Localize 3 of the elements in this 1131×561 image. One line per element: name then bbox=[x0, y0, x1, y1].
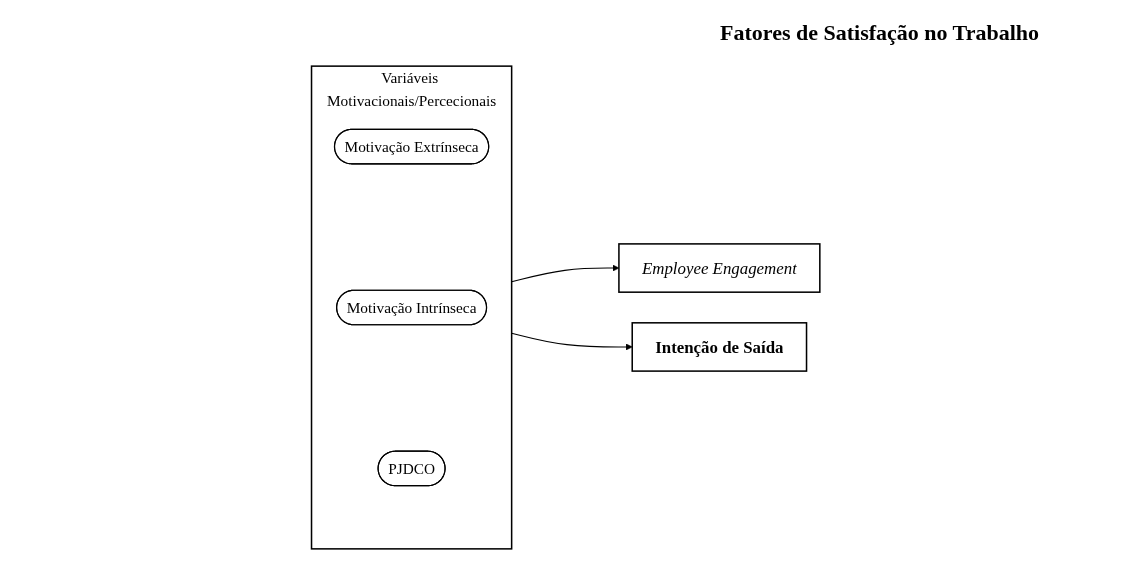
column-heading: Fatores de Satisfação no Trabalho bbox=[720, 20, 1039, 46]
node-box: Employee Engagement bbox=[617, 243, 821, 293]
node-box: Intenção de Saída bbox=[631, 322, 808, 372]
